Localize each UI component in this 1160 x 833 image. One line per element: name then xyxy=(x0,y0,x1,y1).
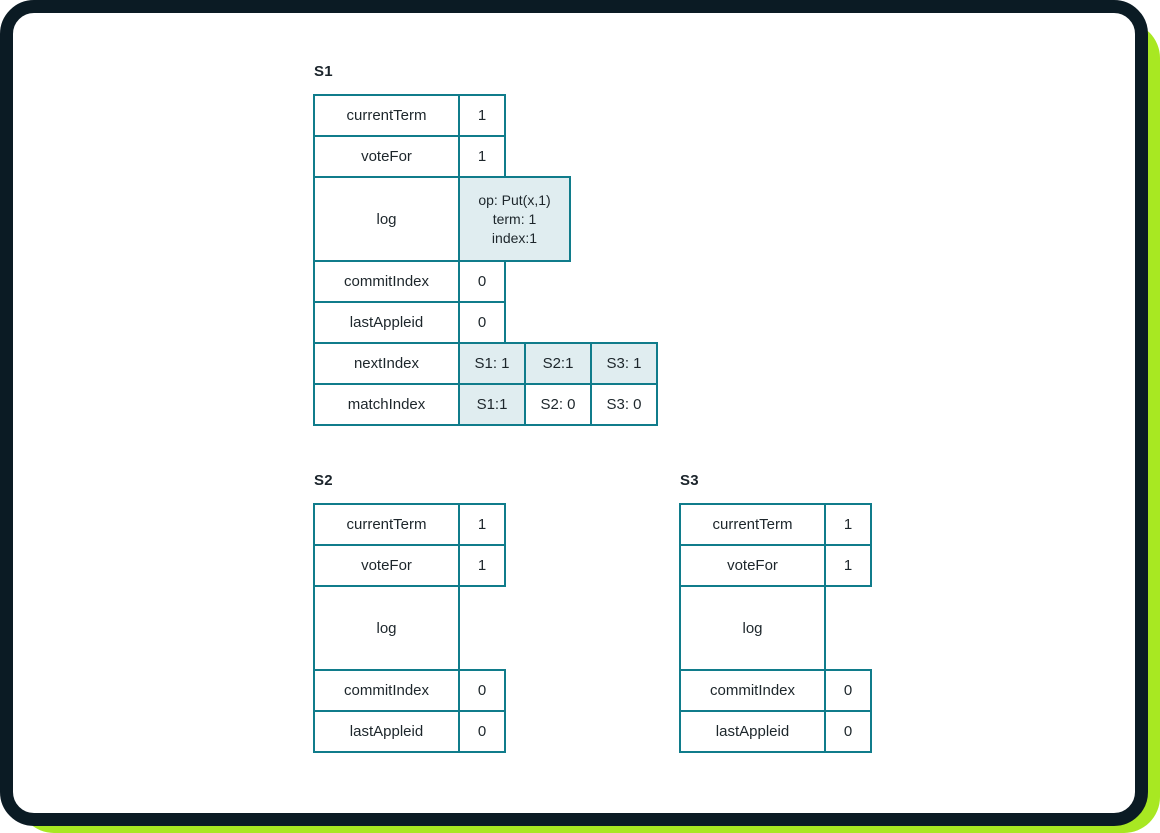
row-label: log xyxy=(313,585,460,671)
value-cell: 0 xyxy=(824,710,872,753)
value-cell: 1 xyxy=(458,503,506,546)
row-label: currentTerm xyxy=(679,503,826,546)
row-label: nextIndex xyxy=(313,342,460,385)
row-label: voteFor xyxy=(679,544,826,587)
row-label: voteFor xyxy=(313,135,460,178)
value-cell: 0 xyxy=(458,301,506,344)
value-cell: 1 xyxy=(458,135,506,178)
row-label: commitIndex xyxy=(313,260,460,303)
table-row-log: log xyxy=(679,585,872,671)
value-cell: 0 xyxy=(458,260,506,303)
server-title: S1 xyxy=(314,63,333,80)
row-label: log xyxy=(679,585,826,671)
server-title: S3 xyxy=(680,472,699,489)
row-label: currentTerm xyxy=(313,503,460,546)
value-cell: 1 xyxy=(458,94,506,137)
value-cell: S3: 0 xyxy=(590,383,658,426)
row-label: lastAppleid xyxy=(679,710,826,753)
row-label: currentTerm xyxy=(313,94,460,137)
value-cell: 0 xyxy=(458,669,506,712)
server-title: S2 xyxy=(314,472,333,489)
value-cell: 1 xyxy=(824,503,872,546)
value-cell: 1 xyxy=(824,544,872,587)
row-label: commitIndex xyxy=(313,669,460,712)
value-cell: S3: 1 xyxy=(590,342,658,385)
row-label: voteFor xyxy=(313,544,460,587)
row-label: lastAppleid xyxy=(313,710,460,753)
row-label: commitIndex xyxy=(679,669,826,712)
row-label: lastAppleid xyxy=(313,301,460,344)
value-cell: 0 xyxy=(824,669,872,712)
value-cell: S2:1 xyxy=(524,342,592,385)
row-label: log xyxy=(313,176,460,262)
row-label: matchIndex xyxy=(313,383,460,426)
value-cell: S1:1 xyxy=(458,383,526,426)
table-row-log: log xyxy=(313,585,506,671)
value-cell: S1: 1 xyxy=(458,342,526,385)
value-cell: 1 xyxy=(458,544,506,587)
value-cell: 0 xyxy=(458,710,506,753)
value-cell: S2: 0 xyxy=(524,383,592,426)
